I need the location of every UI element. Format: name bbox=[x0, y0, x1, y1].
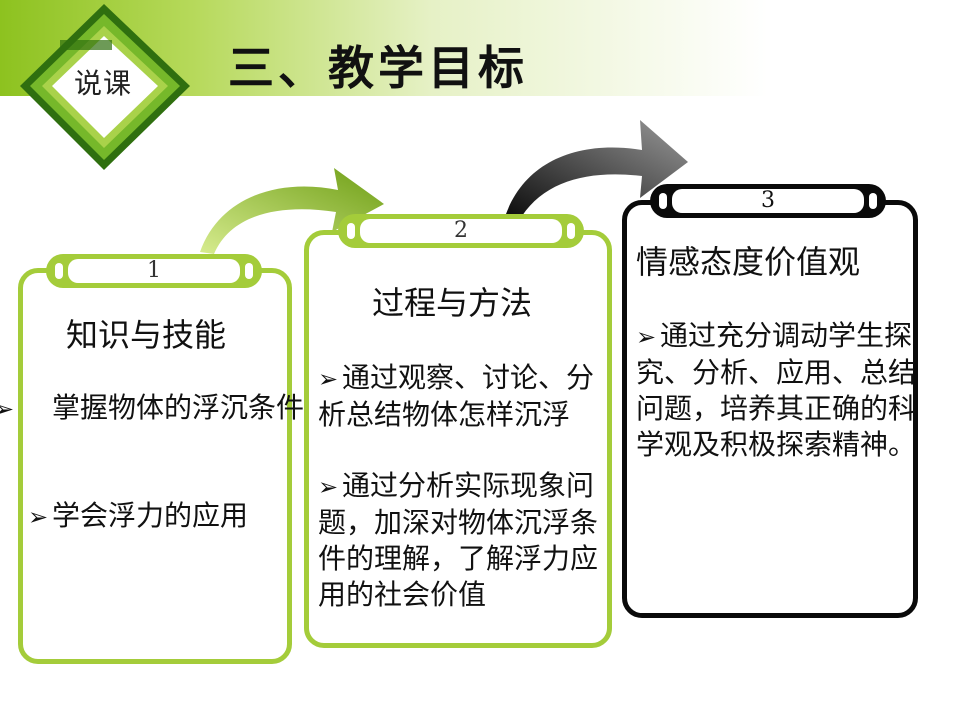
tab-dot bbox=[869, 193, 877, 209]
card-1-item: ➢ 掌握物体的浮沉条件 bbox=[0, 390, 322, 427]
card-2-title: 过程与方法 bbox=[372, 284, 533, 322]
card-2-item: ➢通过观察、讨论、分析总结物体怎样沉浮 bbox=[318, 360, 608, 433]
bullet-arrow-icon: ➢ bbox=[636, 323, 657, 351]
card-1-title: 知识与技能 bbox=[66, 316, 227, 354]
card-1-number-tab: 1 bbox=[46, 254, 262, 288]
card-3-item-text: 通过充分调动学生探究、分析、应用、总结问题，培养其正确的科学观及积极探索精神。 bbox=[636, 319, 917, 461]
page-title: 三、教学目标 bbox=[228, 41, 528, 95]
card-3-title: 情感态度价值观 bbox=[636, 243, 861, 281]
card-2-item-text: 通过分析实际现象问题，加深对物体沉浮条件的理解，了解浮力应用的社会价值 bbox=[318, 469, 599, 611]
card-1-number: 1 bbox=[68, 259, 240, 283]
tab-dot bbox=[347, 223, 355, 239]
bullet-arrow-icon: ➢ bbox=[0, 395, 15, 423]
card-3-number: 3 bbox=[672, 189, 864, 213]
card-1-item-text: 掌握物体的浮沉条件 bbox=[52, 391, 305, 424]
card-process-methods bbox=[304, 230, 612, 648]
card-3-number-tab: 3 bbox=[650, 184, 886, 218]
logo-badge bbox=[20, 4, 190, 170]
logo-label: 说课 bbox=[74, 67, 133, 100]
tab-dot bbox=[659, 193, 667, 209]
tab-dot bbox=[55, 263, 63, 279]
card-2-number: 2 bbox=[360, 219, 562, 243]
card-3-item: ➢通过充分调动学生探究、分析、应用、总结问题，培养其正确的科学观及积极探索精神。 bbox=[636, 318, 918, 463]
tab-dot bbox=[567, 223, 575, 239]
card-2-item: ➢通过分析实际现象问题，加深对物体沉浮条件的理解，了解浮力应用的社会价值 bbox=[318, 468, 608, 613]
bullet-arrow-icon: ➢ bbox=[28, 503, 49, 531]
tab-dot bbox=[245, 263, 253, 279]
card-1-item-text: 学会浮力的应用 bbox=[52, 499, 249, 532]
card-2-number-tab: 2 bbox=[338, 214, 584, 248]
card-1-item: ➢学会浮力的应用 bbox=[28, 498, 288, 535]
bullet-arrow-icon: ➢ bbox=[318, 473, 339, 501]
card-knowledge-skills bbox=[18, 268, 292, 664]
card-2-item-text: 通过观察、讨论、分析总结物体怎样沉浮 bbox=[318, 361, 595, 431]
bullet-arrow-icon: ➢ bbox=[318, 365, 339, 393]
